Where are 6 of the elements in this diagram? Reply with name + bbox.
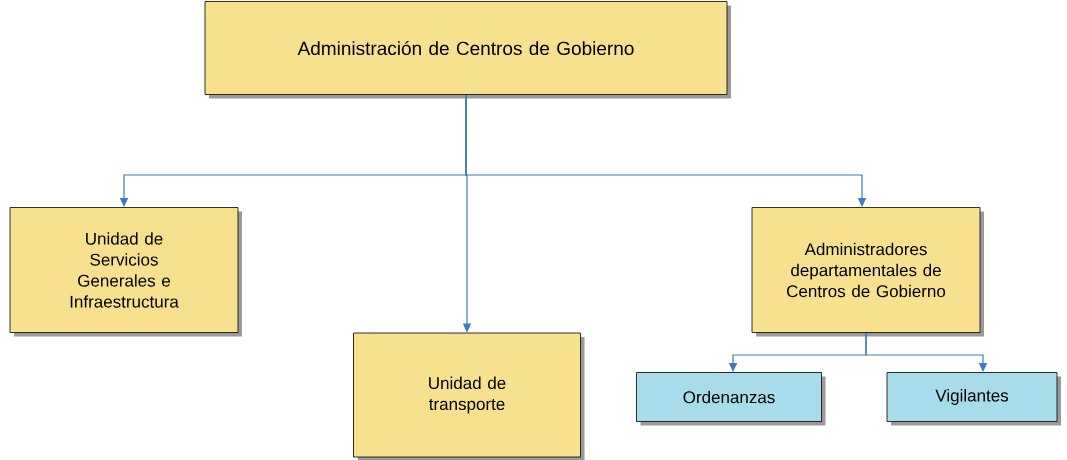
org-box: Administradores departamentales de Centros de Gobierno bbox=[751, 207, 984, 337]
org-box: Administración de Centros de Gobierno bbox=[204, 1, 731, 99]
org-box: Unidad de Servicios Generales e Infraestructura bbox=[9, 207, 242, 337]
org-box: Vigilantes bbox=[886, 372, 1061, 426]
org-box: Ordenanzas bbox=[636, 372, 826, 426]
org-box: Unidad de transporte bbox=[353, 332, 585, 460]
